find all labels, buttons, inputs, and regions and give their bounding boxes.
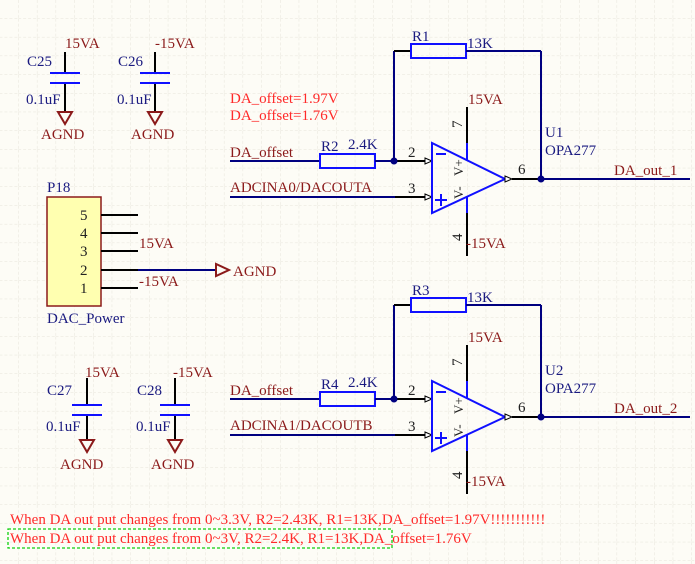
pin-number: 3 [80,244,88,260]
ground-icon [215,262,232,278]
connector-p18[interactable]: P18 DAC_Power 5 4 3 2 1 15VA -15VA AGND [46,180,276,327]
ground-label: AGND [41,127,84,143]
vplus-label: V+ [451,159,466,176]
pin-number: 7 [450,120,466,128]
pin-number: 5 [80,208,88,224]
value-label: 0.1uF [26,92,61,108]
design-note-selected[interactable]: When DA out put changes from 0~3V, R2=2.… [10,531,472,547]
supply-neg-label: -15VA [466,474,506,490]
ref-label: C25 [27,54,52,70]
supply-label: 15VA [65,36,100,52]
annotation: DA_offset=1.97V [230,91,339,107]
value-label: 0.1uF [46,419,81,435]
pin-number: 1 [80,281,88,297]
capacitor-c25[interactable]: 15VA C25 0.1uF AGND [26,36,100,143]
supply-label: -15VA [173,365,213,381]
rf-ref: R3 [412,283,430,299]
opamp-circuit-u1[interactable]: DA_offset ADCINA0/DACOUTA R2 2.4K R1 13K… [230,29,690,256]
opamp-circuit-u2[interactable]: DA_offset ADCINA1/DACOUTB R4 2.4K R3 13K… [230,283,690,494]
net-label-in-neg: DA_offset [230,145,294,161]
pin-number: 2 [80,263,88,279]
opamp-ref: U2 [545,363,563,379]
junction-dot [537,413,545,421]
net-label-out: DA_out_2 [614,401,677,417]
ground-label: AGND [60,457,103,473]
connector-ref: P18 [47,180,70,196]
ground-icon [146,111,164,126]
opamp-symbol[interactable] [431,141,508,215]
supply-label: -15VA [155,36,195,52]
net-label-in-pos: ADCINA0/DACOUTA [230,180,372,196]
ref-label: C28 [137,383,162,399]
net-label-neg15va: -15VA [139,274,179,290]
pin-number: 3 [408,181,416,197]
rin-value: 2.4K [348,137,378,153]
pin-number: 7 [450,358,466,366]
net-label-15va: 15VA [139,236,174,252]
pin-number: 2 [408,383,416,399]
vminus-label: V- [451,186,466,199]
pin-number: 2 [408,145,416,161]
selection-box [7,528,393,549]
value-label: 0.1uF [136,419,171,435]
annotation: DA_offset=1.76V [230,108,339,124]
opamp-ref: U1 [545,125,563,141]
capacitor-c27[interactable]: 15VA C27 0.1uF AGND [46,365,120,473]
ref-label: C26 [118,54,144,70]
net-label-out: DA_out_1 [614,163,677,179]
connector-name: DAC_Power [47,311,125,327]
vminus-label: V- [451,424,466,437]
ground-label: AGND [151,457,194,473]
capacitor-c26[interactable]: -15VA C26 0.1uF AGND [117,36,195,143]
net-label-agnd: AGND [233,264,276,280]
opamp-symbol[interactable] [431,379,508,453]
pin-number: 4 [450,233,466,241]
rin-value: 2.4K [348,375,378,391]
plus-icon [435,432,447,444]
rf-ref: R1 [412,29,430,45]
ground-icon [78,439,96,454]
pin-number: 4 [450,471,466,479]
pin-number: 6 [518,400,526,416]
pin-number: 4 [80,226,88,242]
ground-label: AGND [131,127,174,143]
rin-ref: R2 [321,139,339,155]
rf-value: 13K [467,290,493,306]
value-label: 0.1uF [117,92,152,108]
ground-icon [56,111,74,126]
net-label-in-neg: DA_offset [230,383,294,399]
opamp-part: OPA277 [545,381,597,397]
supply-label: 15VA [85,365,120,381]
vplus-label: V+ [451,397,466,414]
pin-number: 3 [408,419,416,435]
junction-dot [537,175,545,183]
rin-ref: R4 [321,377,339,393]
capacitor-c28[interactable]: -15VA C28 0.1uF AGND [136,365,213,473]
ground-icon [166,439,184,454]
design-note: When DA out put changes from 0~3.3V, R2=… [10,512,545,528]
ref-label: C27 [47,383,73,399]
supply-pos-label: 15VA [468,330,503,346]
supply-pos-label: 15VA [468,92,503,108]
supply-neg-label: -15VA [466,236,506,252]
net-label-in-pos: ADCINA1/DACOUTB [230,418,373,434]
pin-number: 6 [518,162,526,178]
plus-icon [435,194,447,206]
opamp-part: OPA277 [545,143,597,159]
rf-value: 13K [467,36,493,52]
